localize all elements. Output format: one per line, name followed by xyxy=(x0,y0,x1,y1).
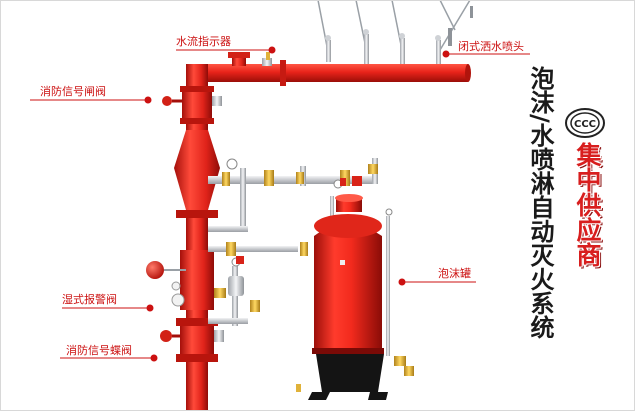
signal-gate-valve-device xyxy=(162,92,222,118)
system-title: 泡沫/水喷淋自动灭火系统 xyxy=(526,66,554,339)
ccc-text: CCC xyxy=(574,119,596,130)
label-closed-sprinkler: 闭式洒水喷头 xyxy=(458,40,524,53)
main-riser-pipe xyxy=(174,64,220,411)
horizontal-main-pipe xyxy=(194,60,471,86)
wet-alarm-valve-device xyxy=(146,250,226,310)
label-leader-lines xyxy=(30,46,530,362)
sprinkler-heads xyxy=(325,6,473,66)
label-wet-alarm-valve: 湿式报警阀 xyxy=(62,293,117,306)
flow-indicator-device xyxy=(228,52,272,66)
ccc-mark: CCC xyxy=(565,108,605,138)
foam-line-valves xyxy=(236,176,362,264)
supplier-slogan: 集中供应商 xyxy=(573,142,602,267)
label-signal-butterfly-valve: 消防信号蝶阀 xyxy=(66,344,132,357)
foam-tank-device xyxy=(296,194,388,400)
label-foam-tank: 泡沫罐 xyxy=(438,267,471,280)
label-signal-gate-valve: 消防信号闸阀 xyxy=(40,85,106,98)
signal-butterfly-valve-device xyxy=(160,326,224,354)
label-flow-indicator: 水流指示器 xyxy=(176,35,231,48)
